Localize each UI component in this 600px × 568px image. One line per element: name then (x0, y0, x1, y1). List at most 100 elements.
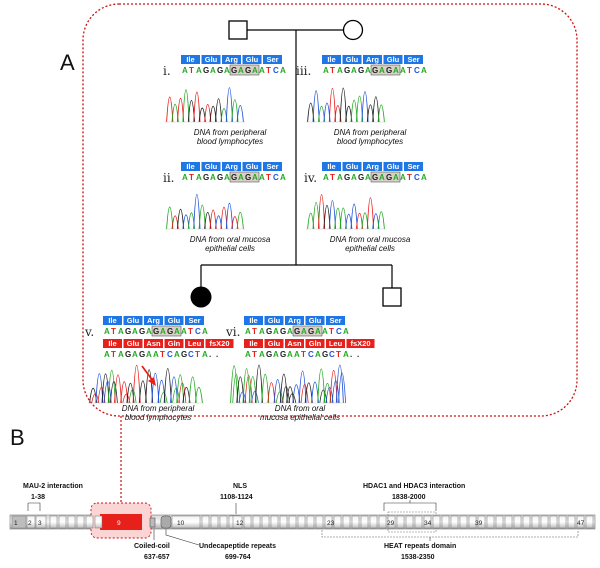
seq-vi-wt-motif-box (292, 325, 323, 337)
seq-vi-wt-aa-label: Glu (309, 316, 322, 325)
seq-vi-trace-peak (288, 393, 297, 404)
seq-ii-wt-base: A (182, 173, 188, 182)
seq-i-wt-base: A (252, 66, 258, 75)
exon (49, 515, 58, 529)
seq-v-mut-base: T (160, 350, 165, 359)
seq-v-mut-base: A (174, 350, 180, 359)
exon (522, 515, 531, 529)
exon-9 (100, 514, 142, 530)
seq-ii-caption-line1: DNA from oral mucosa (190, 235, 271, 244)
seq-iii-wt-aa-label: Glu (387, 55, 400, 64)
seq-vi-mut-base: T (252, 350, 257, 359)
seq-vi-wt-aa-box (305, 316, 325, 325)
seq-iv-wt-base: A (337, 173, 343, 182)
seq-vi-mut-base: T (301, 350, 306, 359)
seq-v-wt-aa-label: Ile (108, 316, 116, 325)
seq-v-wt-aa-box (103, 316, 122, 325)
seq-vi-wt-aa-box (326, 316, 345, 325)
seq-v-wt-aa-box (164, 316, 184, 325)
seq-i-trace-peak (214, 98, 223, 123)
undecapeptide-label: Undecapeptide repeats (199, 543, 276, 550)
seq-iii-wt-aa-box (363, 55, 382, 64)
seq-v-wt-base: G (125, 327, 131, 336)
seq-iv-wt-aa-label: Ile (327, 162, 335, 171)
exon (549, 515, 558, 529)
exon (315, 515, 324, 529)
seq-i-wt-aa-label: Ser (266, 55, 278, 64)
seq-v-wt-aa-label: Glu (127, 316, 140, 325)
seq-ii-wt-aa-label: Ile (186, 162, 194, 171)
seq-vi-trace-peak (282, 386, 290, 404)
seq-iii-wt-base: C (414, 66, 420, 75)
seq-vi-mut-aa-box (244, 339, 263, 348)
exon-label-10: 10 (177, 520, 185, 527)
seq-vi-mut-aa-label: Glu (268, 339, 281, 348)
seq-vi-mut-base: A (259, 350, 265, 359)
seq-iv-wt-aa-box (363, 162, 382, 171)
seq-iv-trace-peak (317, 194, 326, 230)
seq-v-mut-base: C (167, 350, 173, 359)
seq-i-wt-base: A (224, 66, 230, 75)
seq-panel-vi-numeral: vi. (225, 325, 240, 339)
exon (513, 515, 522, 529)
exon (297, 515, 306, 529)
seq-vi-mut-aa-label: Leu (329, 339, 343, 348)
seq-vi-wt-base: A (273, 327, 279, 336)
seq-i-trace-peak (236, 105, 244, 123)
seq-v-wt-aa-label: Arg (147, 316, 160, 325)
seq-v-mut-base: A (146, 350, 152, 359)
seq-iii-caption-line1: DNA from peripheral (334, 128, 407, 137)
hdac-label: HDAC1 and HDAC3 interaction (363, 483, 465, 490)
seq-ii-wt-base: T (266, 173, 271, 182)
seq-vi-mut-aa-label: Ile (249, 339, 257, 348)
seq-vi-wt-base: A (301, 327, 307, 336)
seq-vi-wt-base: A (259, 327, 265, 336)
seq-iii-wt-aa-label: Ser (407, 55, 419, 64)
seq-v-wt-base: A (132, 327, 138, 336)
seq-v-wt-aa-label: Glu (168, 316, 181, 325)
seq-v-mut-base: G (125, 350, 131, 359)
seq-v-wt-base: G (153, 327, 159, 336)
seq-vi-wt-aa-box (285, 316, 304, 325)
seq-iv-wt-aa-box (322, 162, 341, 171)
seq-vi-trace-peak (261, 374, 270, 404)
coiled-coil-label: Coiled-coil (134, 543, 170, 550)
seq-i-wt-base: A (182, 66, 188, 75)
seq-ii-wt-aa-box (222, 162, 241, 171)
seq-v-trace-peak (170, 376, 178, 404)
seq-iv-trace-peak (377, 211, 385, 230)
exon (261, 515, 270, 529)
exon (486, 515, 495, 529)
seq-iv-wt-base: G (386, 173, 392, 182)
seq-v-mut-base: T (195, 350, 200, 359)
seq-ii-wt-aa-box (201, 162, 221, 171)
exon-label-1: 1 (14, 520, 18, 527)
seq-i-wt-aa-label: Arg (225, 55, 238, 64)
seq-ii-wt-aa-label: Ser (266, 162, 278, 171)
exon (342, 515, 351, 529)
seq-ii-wt-base: G (217, 173, 223, 182)
seq-vi-mut-aa-label: Asn (287, 339, 302, 348)
exon (11, 515, 27, 529)
seq-v-mut-base: A (153, 350, 159, 359)
seq-iv-trace-peak (328, 200, 337, 230)
seq-v-wt-base: C (195, 327, 201, 336)
nls-range: 1108-1124 (220, 494, 253, 501)
seq-iv-trace-peak (350, 203, 358, 230)
seq-iii-wt-aa-label: Ile (327, 55, 335, 64)
seq-i-wt-base: A (280, 66, 286, 75)
exon (585, 515, 594, 529)
seq-i-wt-aa-box (222, 55, 241, 64)
exon (351, 515, 360, 529)
exon (531, 515, 540, 529)
seq-v-trace-peak (188, 376, 197, 404)
seq-iii-wt-base: T (330, 66, 335, 75)
mutation-arrow (141, 365, 156, 386)
exon-label-34: 34 (424, 520, 432, 527)
seq-vi-wt-base: A (245, 327, 251, 336)
seq-vi-wt-base: A (343, 327, 349, 336)
